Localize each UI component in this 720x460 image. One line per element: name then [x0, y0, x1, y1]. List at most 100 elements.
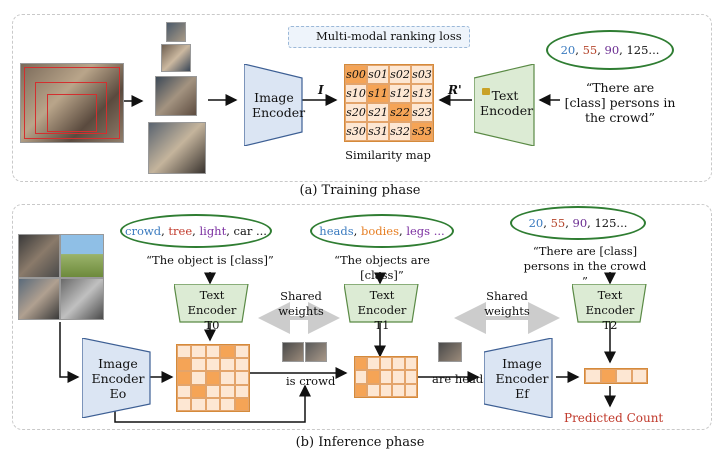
crop-patch-1 [166, 22, 186, 42]
grid2-cell [379, 383, 393, 397]
text-encoder-label: Text Encoder [480, 88, 534, 118]
grid2-cell [404, 370, 417, 384]
grid2-cell [355, 370, 368, 384]
bar-cell [616, 369, 632, 383]
grid1-cell [191, 371, 206, 385]
grid1-cell [191, 397, 206, 411]
grid1-cell [177, 371, 192, 385]
grid1-cell [177, 345, 192, 359]
count-bubble-training: 20, 55, 90, 125... [546, 30, 674, 70]
input-image-grass [60, 234, 104, 278]
predicted-count-label: Predicted Count [564, 411, 664, 425]
grid1-cell [191, 384, 206, 398]
similarity-cell: s02 [389, 65, 411, 84]
input-image-people [18, 278, 60, 320]
bubble-classes-3: 20, 55, 90, 125... [510, 206, 646, 240]
ranking-loss-box [288, 26, 470, 48]
heads-thumb [438, 342, 462, 362]
grid2-cell [355, 357, 368, 371]
prompt-1: “The object is [class]” [146, 253, 274, 267]
grid2-cell [404, 357, 417, 371]
grid1-cell [205, 384, 221, 398]
grid2-cell [404, 383, 417, 397]
grid1-cell [220, 397, 235, 411]
image-encoder-o-shape [82, 338, 151, 418]
image-encoder-shape [244, 64, 303, 146]
similarity-cell: s12 [389, 84, 411, 103]
similarity-cell: s30 [345, 122, 367, 141]
grid2-cell [367, 383, 380, 397]
similarity-cell: s32 [389, 122, 411, 141]
similarity-grid-crowd [176, 344, 250, 412]
inference-caption: (b) Inference phase [295, 435, 425, 450]
crowd-image-main [20, 63, 124, 143]
similarity-cell: s00 [345, 65, 367, 84]
training-caption: (a) Training phase [299, 183, 421, 198]
b3-20: 20 [528, 216, 544, 230]
inference-panel [12, 204, 712, 430]
similarity-cell: s10 [345, 84, 367, 103]
text-encoder-1-label: Text Encoder T1 [357, 288, 407, 332]
grid1-cell [220, 384, 235, 398]
grid1-cell [234, 345, 249, 359]
arrow-label-I: I [318, 83, 324, 97]
text-encoder-1-shape [344, 284, 419, 323]
grid1-cell [205, 345, 221, 359]
grid2-cell [379, 370, 393, 384]
similarity-cell: s22 [389, 103, 411, 122]
text-encoder-0-label: Text Encoder T0 [187, 288, 237, 332]
are-heads-label: are heads [432, 372, 490, 386]
input-image-cars [60, 278, 104, 320]
bubble-value-2: 55 [582, 43, 598, 57]
bar-cell [631, 369, 647, 383]
similarity-cell: s33 [411, 122, 433, 141]
bar-cell [585, 369, 601, 383]
grid1-cell [220, 358, 235, 372]
grid2-cell [392, 383, 405, 397]
grid1-cell [234, 384, 249, 398]
grid1-cell [177, 397, 192, 411]
ranking-loss-label: Multi-modal ranking loss [316, 29, 462, 43]
grid1-cell [234, 397, 249, 411]
grid2-cell [392, 370, 405, 384]
bubble-classes-1: crowd, tree, light, car ... [120, 214, 272, 248]
prompt-2: “The objects are [class]” [334, 253, 430, 282]
b1-car: car ... [233, 224, 267, 238]
prompt-3: “There are [class] persons in the crowd … [523, 244, 647, 288]
similarity-cell: s11 [367, 84, 389, 103]
crowd-thumb-2 [305, 342, 327, 362]
bubble-value-1: 20 [560, 43, 576, 57]
image-encoder-f-label: Image Encoder Ef [495, 356, 549, 401]
grid1-cell [234, 371, 249, 385]
grid2-cell [355, 383, 368, 397]
image-encoder-o-label: Image Encoder Eo [91, 356, 145, 401]
bubble-value-3: 90 [604, 43, 620, 57]
arrows-inference [59, 272, 616, 423]
grid2-cell [367, 357, 380, 371]
b2-heads: heads [319, 224, 354, 238]
b1-light: light [199, 224, 227, 238]
prompt-training-text: “There are [class] persons in the crowd” [564, 80, 676, 125]
shared-weights-2: Shared weights [484, 289, 530, 318]
grid2-cell [392, 357, 405, 371]
b3-125: 125... [594, 216, 628, 230]
grid1-cell [205, 358, 221, 372]
similarity-cell: s20 [345, 103, 367, 122]
text-encoder-2-label: Text Encoder T2 [585, 288, 635, 332]
b3-90: 90 [572, 216, 588, 230]
count-bar [584, 368, 648, 384]
bubble-classes-2: heads, bodies, legs ... [310, 214, 454, 248]
b2-legs: legs ... [406, 224, 445, 238]
crop-patch-4 [148, 122, 206, 174]
arrow-label-R: R' [448, 83, 462, 97]
similarity-cell: s03 [411, 65, 433, 84]
grid1-cell [205, 371, 221, 385]
grid1-cell [220, 371, 235, 385]
prompt-training: “There are [class] persons in the crowd” [564, 80, 676, 125]
b2-bodies: bodies [360, 224, 399, 238]
crop-patch-3 [155, 76, 197, 116]
similarity-map-caption: Similarity map [345, 148, 431, 162]
grid1-cell [191, 358, 206, 372]
grid1-cell [234, 358, 249, 372]
